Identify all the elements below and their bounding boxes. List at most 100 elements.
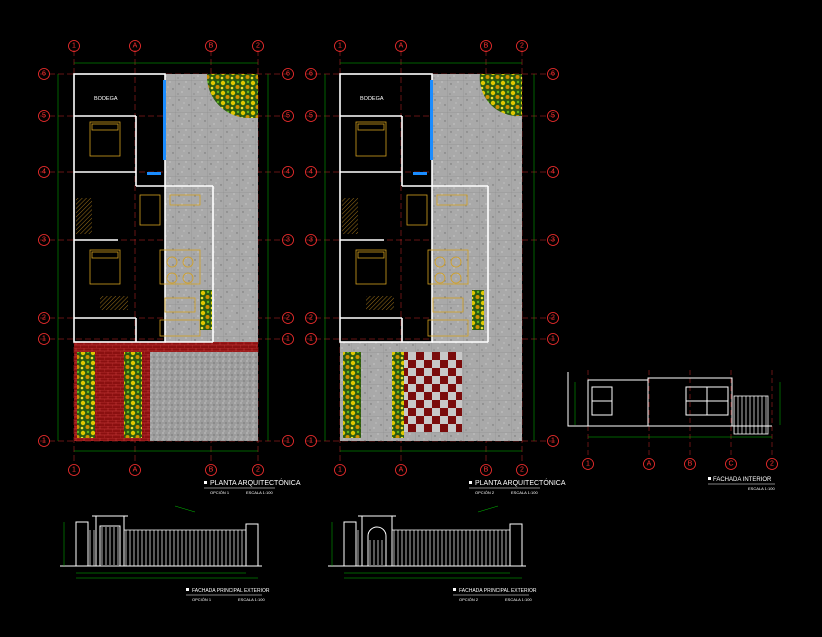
grid-label: 3 <box>286 237 290 244</box>
grid-label: 3 <box>42 237 46 244</box>
grid-label: B <box>688 461 693 468</box>
indoor-plant <box>472 290 484 330</box>
grid-label: B <box>484 43 489 50</box>
fence-subtitle-scale: ESCALA 1:100 <box>238 597 265 602</box>
plan-subtitle-scale: ESCALA 1:100 <box>511 490 538 495</box>
fence-title: FACHADA PRINCIPAL EXTERIOR <box>192 588 270 594</box>
grid-label: 1 <box>551 336 555 343</box>
window <box>430 80 433 160</box>
stair-hatch <box>76 198 92 234</box>
walls <box>339 73 489 343</box>
grid-label: 1 <box>551 438 555 445</box>
indoor-plant <box>200 290 212 330</box>
grid-label: 2 <box>42 315 46 322</box>
garden-corner <box>479 74 522 116</box>
grid-bubbles-left: 6 5 4 3 2 1 1 <box>305 68 317 447</box>
plan-title: PLANTA ARQUITECTÓNICA <box>475 478 566 487</box>
grid-bubbles-bottom: 1 A B 2 <box>68 464 264 476</box>
planter-right <box>124 352 142 438</box>
grid-bubbles-bottom: 1 A B C 2 <box>582 458 778 470</box>
plan-left: BODEGA 1 A B 2 1 A B 2 6 5 4 3 2 1 1 6 5… <box>38 40 301 495</box>
title-bullet <box>453 588 456 591</box>
walls <box>73 73 214 343</box>
grid-label: 2 <box>256 43 260 50</box>
grid-label: 6 <box>286 71 290 78</box>
fence-rails <box>356 530 362 566</box>
interior-elevation: 1 A B C 2 FACHADA INTERIOR ESCALA 1:100 <box>567 370 781 491</box>
fence-rails <box>392 530 510 566</box>
grid-bubbles-right: 6 5 4 3 2 1 1 <box>547 68 559 447</box>
grid-label: A <box>399 43 404 50</box>
grid-label: 2 <box>520 467 524 474</box>
grid-label: 1 <box>286 438 290 445</box>
grid-label: 6 <box>42 71 46 78</box>
grid-label: 1 <box>338 467 342 474</box>
garden-corner <box>206 74 258 119</box>
gravel-parking <box>150 352 258 441</box>
grid-label: 1 <box>309 438 313 445</box>
grid-label: 2 <box>286 315 290 322</box>
grid-label: 2 <box>770 461 774 468</box>
fence-subtitle-option: OPCIÓN 1 <box>192 597 212 602</box>
dimension-lines <box>57 62 269 452</box>
grid-label: 1 <box>72 43 76 50</box>
grid-label: 2 <box>309 315 313 322</box>
grid-label: 3 <box>551 237 555 244</box>
dimension-lines <box>324 62 535 452</box>
stair-hatch <box>342 198 358 234</box>
fence-subtitle-option: OPCIÓN 2 <box>459 597 479 602</box>
furniture <box>355 121 469 337</box>
plan-subtitle-scale: ESCALA 1:100 <box>246 490 273 495</box>
grid-label: B <box>209 43 214 50</box>
room-label-bodega: BODEGA <box>360 96 384 102</box>
grid-label: 5 <box>551 113 555 120</box>
furniture <box>89 121 201 337</box>
desk-hatch <box>100 296 128 310</box>
fence-subtitle-scale: ESCALA 1:100 <box>505 597 532 602</box>
grid-label: 5 <box>286 113 290 120</box>
planter-right <box>392 352 404 438</box>
grid-bubbles-top: 1 A B 2 <box>334 40 528 52</box>
grid-label: A <box>399 467 404 474</box>
grid-label: B <box>209 467 214 474</box>
grid-label: 5 <box>42 113 46 120</box>
plan-right: BODEGA 1 A B 2 1 A B 2 6 5 4 3 2 1 1 6 5… <box>305 40 566 495</box>
grid-bubbles-top: 1 A B 2 <box>68 40 264 52</box>
plan-title: PLANTA ARQUITECTÓNICA <box>210 478 301 487</box>
plan-subtitle-option: OPCIÓN 1 <box>210 490 230 495</box>
dimension-lines <box>63 505 258 579</box>
fence-elevation-right: FACHADA PRINCIPAL EXTERIOR OPCIÓN 2 ESCA… <box>328 505 537 602</box>
title-bullet <box>204 481 207 484</box>
grid-label: A <box>133 43 138 50</box>
grid-label: 3 <box>309 237 313 244</box>
interior-subtitle-scale: ESCALA 1:100 <box>748 486 775 491</box>
dimension-lines <box>331 505 522 579</box>
grid-label: 6 <box>309 71 313 78</box>
fence-rails <box>88 530 96 566</box>
planter-left <box>343 352 361 438</box>
window <box>147 172 161 175</box>
grid-bubbles-bottom: 1 A B 2 <box>334 464 528 476</box>
title-bullet <box>708 477 711 480</box>
title-bullet <box>186 588 189 591</box>
grid-label: B <box>484 467 489 474</box>
grid-label: 1 <box>72 467 76 474</box>
grid-label: A <box>133 467 138 474</box>
grid-bubbles-left: 6 5 4 3 2 1 1 <box>38 68 50 447</box>
grid-label: 4 <box>286 169 290 176</box>
fence-elevation-left: FACHADA PRINCIPAL EXTERIOR OPCIÓN 1 ESCA… <box>60 505 270 602</box>
fence-title: FACHADA PRINCIPAL EXTERIOR <box>459 588 537 594</box>
gate-rails <box>369 540 385 565</box>
grid-label: 4 <box>309 169 313 176</box>
window <box>163 80 166 160</box>
checkered-paving <box>404 352 462 432</box>
window <box>413 172 427 175</box>
grid-label: 1 <box>42 438 46 445</box>
grid-bubbles-right: 6 5 4 3 2 1 1 <box>282 68 294 447</box>
grid-label: A <box>647 461 652 468</box>
interior-title: FACHADA INTERIOR <box>713 477 772 483</box>
grid-label: 1 <box>586 461 590 468</box>
grid-label: 1 <box>286 336 290 343</box>
grid-label: 1 <box>42 336 46 343</box>
desk-hatch <box>366 296 394 310</box>
